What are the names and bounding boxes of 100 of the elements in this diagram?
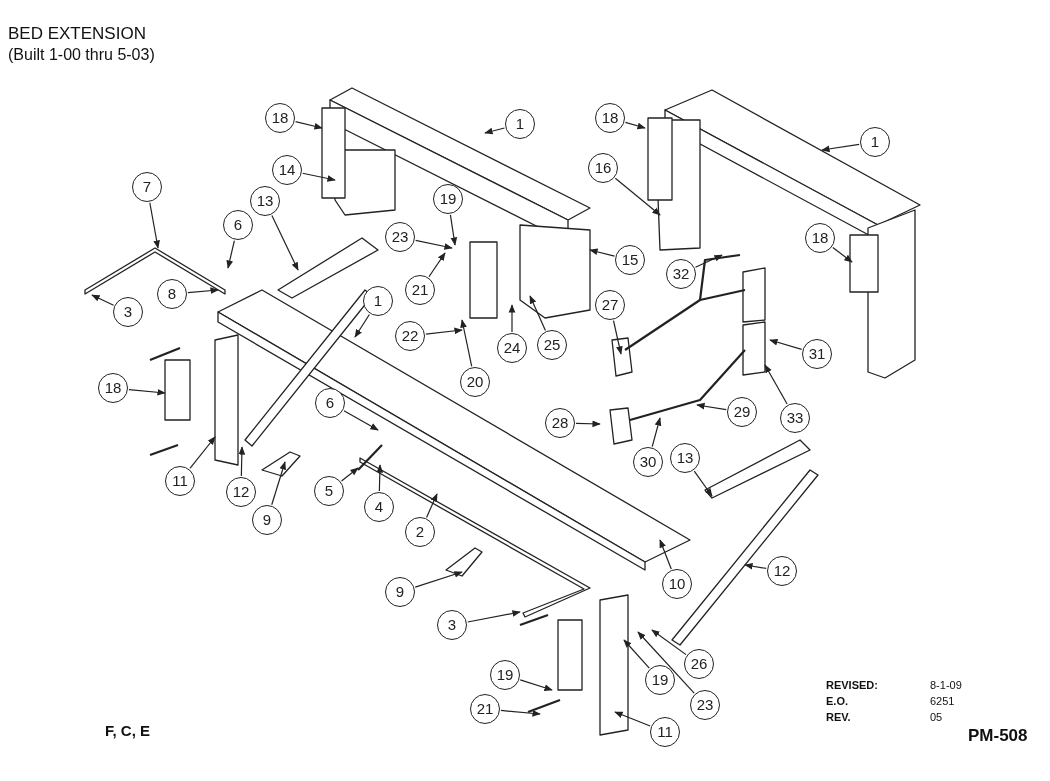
callout-number: 19: [433, 184, 463, 214]
leader-line: [832, 247, 853, 263]
callout-number: 14: [272, 155, 302, 185]
callout-number: 8: [157, 279, 187, 309]
callout-number: 13: [250, 186, 280, 216]
callout-number: 23: [690, 690, 720, 720]
callout-number: 18: [805, 223, 835, 253]
callout-number: 28: [545, 408, 575, 438]
callout-number: 24: [497, 333, 527, 363]
leader-line: [694, 254, 723, 268]
leader-line: [149, 202, 160, 249]
leader-line: [425, 327, 463, 335]
leader-line: [529, 295, 547, 331]
model-codes: F, C, E: [105, 722, 150, 739]
leader-line: [271, 461, 286, 506]
callout-number: 29: [727, 397, 757, 427]
callout-number: 18: [98, 373, 128, 403]
revision-label: REV.: [826, 711, 851, 723]
callout-number: 19: [645, 665, 675, 695]
leader-line: [449, 214, 458, 246]
leader-line: [744, 562, 767, 570]
callout-number: 9: [252, 505, 282, 535]
callout-number: 27: [595, 290, 625, 320]
leader-line: [651, 629, 687, 656]
subtitle: (Built 1-00 thru 5-03): [8, 46, 155, 64]
leader-line: [460, 319, 473, 367]
callout-number: 1: [363, 286, 393, 316]
leader-line: [651, 417, 662, 448]
leader-line: [821, 143, 860, 153]
title: BED EXTENSION: [8, 24, 146, 44]
callout-number: 12: [226, 477, 256, 507]
leader-line: [696, 402, 727, 411]
callout-number: 5: [314, 476, 344, 506]
callout-number: 21: [405, 275, 435, 305]
callout-number: 4: [364, 492, 394, 522]
leader-line: [271, 214, 299, 271]
leader-line: [340, 467, 359, 482]
leader-line: [189, 436, 216, 470]
callout-number: 3: [113, 297, 143, 327]
leader-line: [376, 464, 384, 492]
leader-line: [354, 313, 370, 338]
leader-line: [637, 631, 695, 694]
callout-number: 10: [662, 569, 692, 599]
revision-label: REVISED:: [826, 679, 878, 691]
callout-number: 3: [437, 610, 467, 640]
leader-line: [575, 420, 601, 428]
leader-line: [659, 539, 672, 570]
callout-number: 21: [470, 694, 500, 724]
leader-line: [623, 639, 650, 669]
callout-number: 6: [223, 210, 253, 240]
leader-line: [414, 571, 463, 588]
callout-number: 15: [615, 245, 645, 275]
callout-number: 30: [633, 447, 663, 477]
callout-number: 16: [588, 153, 618, 183]
callout-number: 6: [315, 388, 345, 418]
revision-value: 05: [930, 711, 943, 723]
leader-line: [614, 177, 661, 216]
leader-line: [91, 294, 115, 306]
revision-value: 6251: [930, 695, 955, 707]
callout-number: 20: [460, 367, 490, 397]
revision-date: 8-1-09: [930, 679, 962, 691]
leader-line: [294, 121, 323, 130]
leader-line: [302, 172, 336, 182]
callout-number: 26: [684, 649, 714, 679]
leader-line: [128, 388, 166, 396]
leader-line: [519, 679, 553, 691]
leader-line: [467, 610, 521, 623]
callout-number: 31: [802, 339, 832, 369]
callout-number: 19: [490, 660, 520, 690]
leader-line: [614, 711, 651, 727]
leader-line: [612, 320, 623, 355]
leader-line: [500, 709, 541, 717]
callout-number: 23: [385, 222, 415, 252]
leader-line: [343, 410, 379, 431]
leader-line: [769, 338, 803, 351]
leader-line: [508, 304, 516, 333]
callout-number: 1: [505, 109, 535, 139]
callout-number: 2: [405, 517, 435, 547]
revision-label: E.O.: [826, 695, 848, 707]
callout-number: 18: [595, 103, 625, 133]
leader-line: [415, 239, 453, 250]
leader-line: [425, 493, 438, 518]
callout-number: 13: [670, 443, 700, 473]
callout-number: 9: [385, 577, 415, 607]
leader-line: [693, 470, 713, 497]
leader-line: [624, 121, 646, 130]
callout-number: 12: [767, 556, 797, 586]
leader-line: [226, 240, 235, 269]
callout-number: 22: [395, 321, 425, 351]
leader-line: [589, 248, 616, 257]
leader-line: [187, 287, 219, 294]
callout-number: 25: [537, 330, 567, 360]
drawing-number: PM-508: [968, 726, 1028, 746]
callout-number: 7: [132, 172, 162, 202]
callout-number: 1: [860, 127, 890, 157]
callout-number: 11: [165, 466, 195, 496]
callout-number: 33: [780, 403, 810, 433]
callout-number: 11: [650, 717, 680, 747]
leader-line: [238, 446, 246, 477]
leader-line: [428, 252, 446, 278]
